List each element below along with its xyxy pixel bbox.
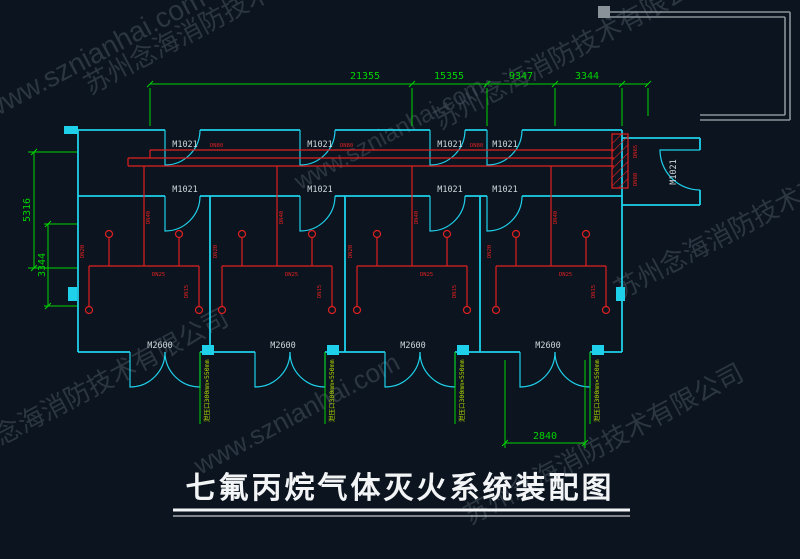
pipe-size-label: DN80: [470, 143, 483, 149]
double-door-2: [254, 351, 326, 388]
wall-block: [64, 126, 78, 134]
vestibule-walls: [622, 137, 701, 206]
dim-top-label-2: 9347: [509, 71, 533, 82]
watermark-url: www.sznianhai.com: [289, 73, 489, 196]
double-door-4: [519, 351, 591, 388]
pipe-size-label: DN65: [633, 145, 639, 158]
door-label-m1021: M1021: [437, 185, 463, 195]
dim-left-label-0: 5316: [22, 198, 33, 222]
doors: [129, 129, 701, 388]
building-walls: [64, 126, 701, 355]
pipe-size-label: DN80: [340, 143, 353, 149]
dim-left-label-1: 3344: [37, 253, 48, 277]
gas-piping: DN80 DN80 DN80 DN65 DN80: [79, 133, 639, 315]
door-arc-mid-3: [429, 195, 466, 232]
dim-extension-lines: [149, 88, 649, 126]
title-block: 七氟丙烷气体灭火系统装配图: [173, 471, 630, 517]
door-label-m1021: M1021: [307, 185, 333, 195]
dimension-top: 21355 15355 9347 3344: [146, 71, 652, 126]
dim-top-label-1: 15355: [434, 71, 464, 82]
door-label-m2600: M2600: [535, 341, 561, 351]
door-arc-mid-4: [486, 195, 523, 232]
door-arc-mid-1: [164, 195, 201, 232]
door-label-m2600: M2600: [147, 341, 173, 351]
dimension-bottom: 2840: [501, 360, 589, 448]
dim-ticks: [146, 80, 652, 88]
wall-block: [327, 345, 339, 355]
door-label-m1021: M1021: [172, 140, 198, 150]
door-label-m1021: M1021: [492, 140, 518, 150]
vent-marker-1: [199, 351, 212, 425]
vent-marker-3: [454, 351, 467, 425]
partition-walls: [209, 196, 481, 352]
watermark-url: www.sznianhai.com: [188, 347, 405, 481]
wall-block: [592, 345, 604, 355]
wall-block: [616, 287, 625, 301]
door-labels: M1021 M1021 M1021 M1021 M1021 M1021 M102…: [147, 140, 679, 351]
dim-top-label-0: 21355: [350, 71, 380, 82]
wall-block: [202, 345, 214, 355]
wall-block: [457, 345, 469, 355]
corridor-main-pipes: [127, 149, 614, 167]
door-label-m2600: M2600: [400, 341, 426, 351]
dim-bottom-label: 2840: [533, 431, 557, 442]
pipe-size-label: DN80: [633, 173, 639, 186]
door-arc-mid-2: [299, 195, 336, 232]
door-label-m1021-rotated: M1021: [669, 159, 679, 185]
vent-marker-4: [589, 351, 602, 425]
door-label-m1021: M1021: [492, 185, 518, 195]
pipe-size-label: DN80: [210, 143, 223, 149]
door-label-m2600: M2600: [270, 341, 296, 351]
cylinder-manifold: DN65 DN80: [611, 133, 639, 189]
watermark-company: 苏州念海消防技术有限公司: [79, 0, 369, 100]
door-label-m1021: M1021: [172, 185, 198, 195]
vent-markers: [199, 351, 602, 425]
door-label-m1021: M1021: [437, 140, 463, 150]
door-arc-vestibule: [659, 149, 701, 191]
boundary-corner-block: [598, 6, 610, 18]
drawing-title: 七氟丙烷气体灭火系统装配图: [186, 471, 615, 505]
door-label-m1021: M1021: [307, 140, 333, 150]
dimension-left: 5316 3344: [22, 148, 78, 310]
watermark-layer: www.sznianhai.com 苏州念海消防技术有限公司 苏州念海消防技术有…: [0, 0, 800, 530]
watermark-company: 苏州念海消防技术有限公司: [429, 0, 719, 135]
site-boundary: [598, 6, 791, 121]
dim-top-label-3: 3344: [575, 71, 599, 82]
wall-block: [68, 287, 77, 301]
